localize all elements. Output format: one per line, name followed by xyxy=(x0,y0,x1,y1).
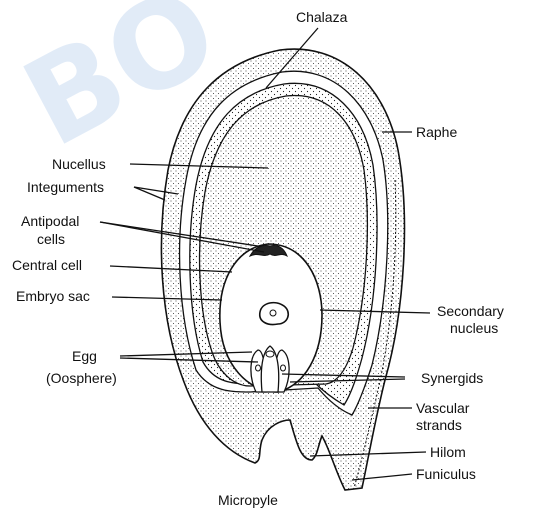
label-secondary-2: nucleus xyxy=(450,320,498,336)
label-egg-2: (Oosphere) xyxy=(46,370,117,386)
label-central-cell: Central cell xyxy=(12,257,82,273)
label-chalaza: Chalaza xyxy=(296,9,348,25)
label-egg-1: Egg xyxy=(72,348,97,364)
label-antipodal-2: cells xyxy=(37,231,65,247)
label-raphe: Raphe xyxy=(416,124,457,140)
label-antipodal-1: Antipodal xyxy=(21,213,79,229)
label-hilom: Hilom xyxy=(430,444,466,460)
label-synergids: Synergids xyxy=(421,370,483,386)
label-vascular-1: Vascular xyxy=(416,400,470,416)
label-secondary-1: Secondary xyxy=(437,303,504,319)
label-integuments: Integuments xyxy=(27,179,104,195)
label-embryo-sac: Embryo sac xyxy=(16,288,90,304)
label-micropyle: Micropyle xyxy=(218,492,278,508)
label-nucellus: Nucellus xyxy=(52,156,106,172)
label-funiculus: Funiculus xyxy=(416,466,476,482)
nucleolus xyxy=(270,310,276,316)
label-vascular-2: strands xyxy=(416,417,462,433)
egg-apparatus xyxy=(251,346,289,392)
